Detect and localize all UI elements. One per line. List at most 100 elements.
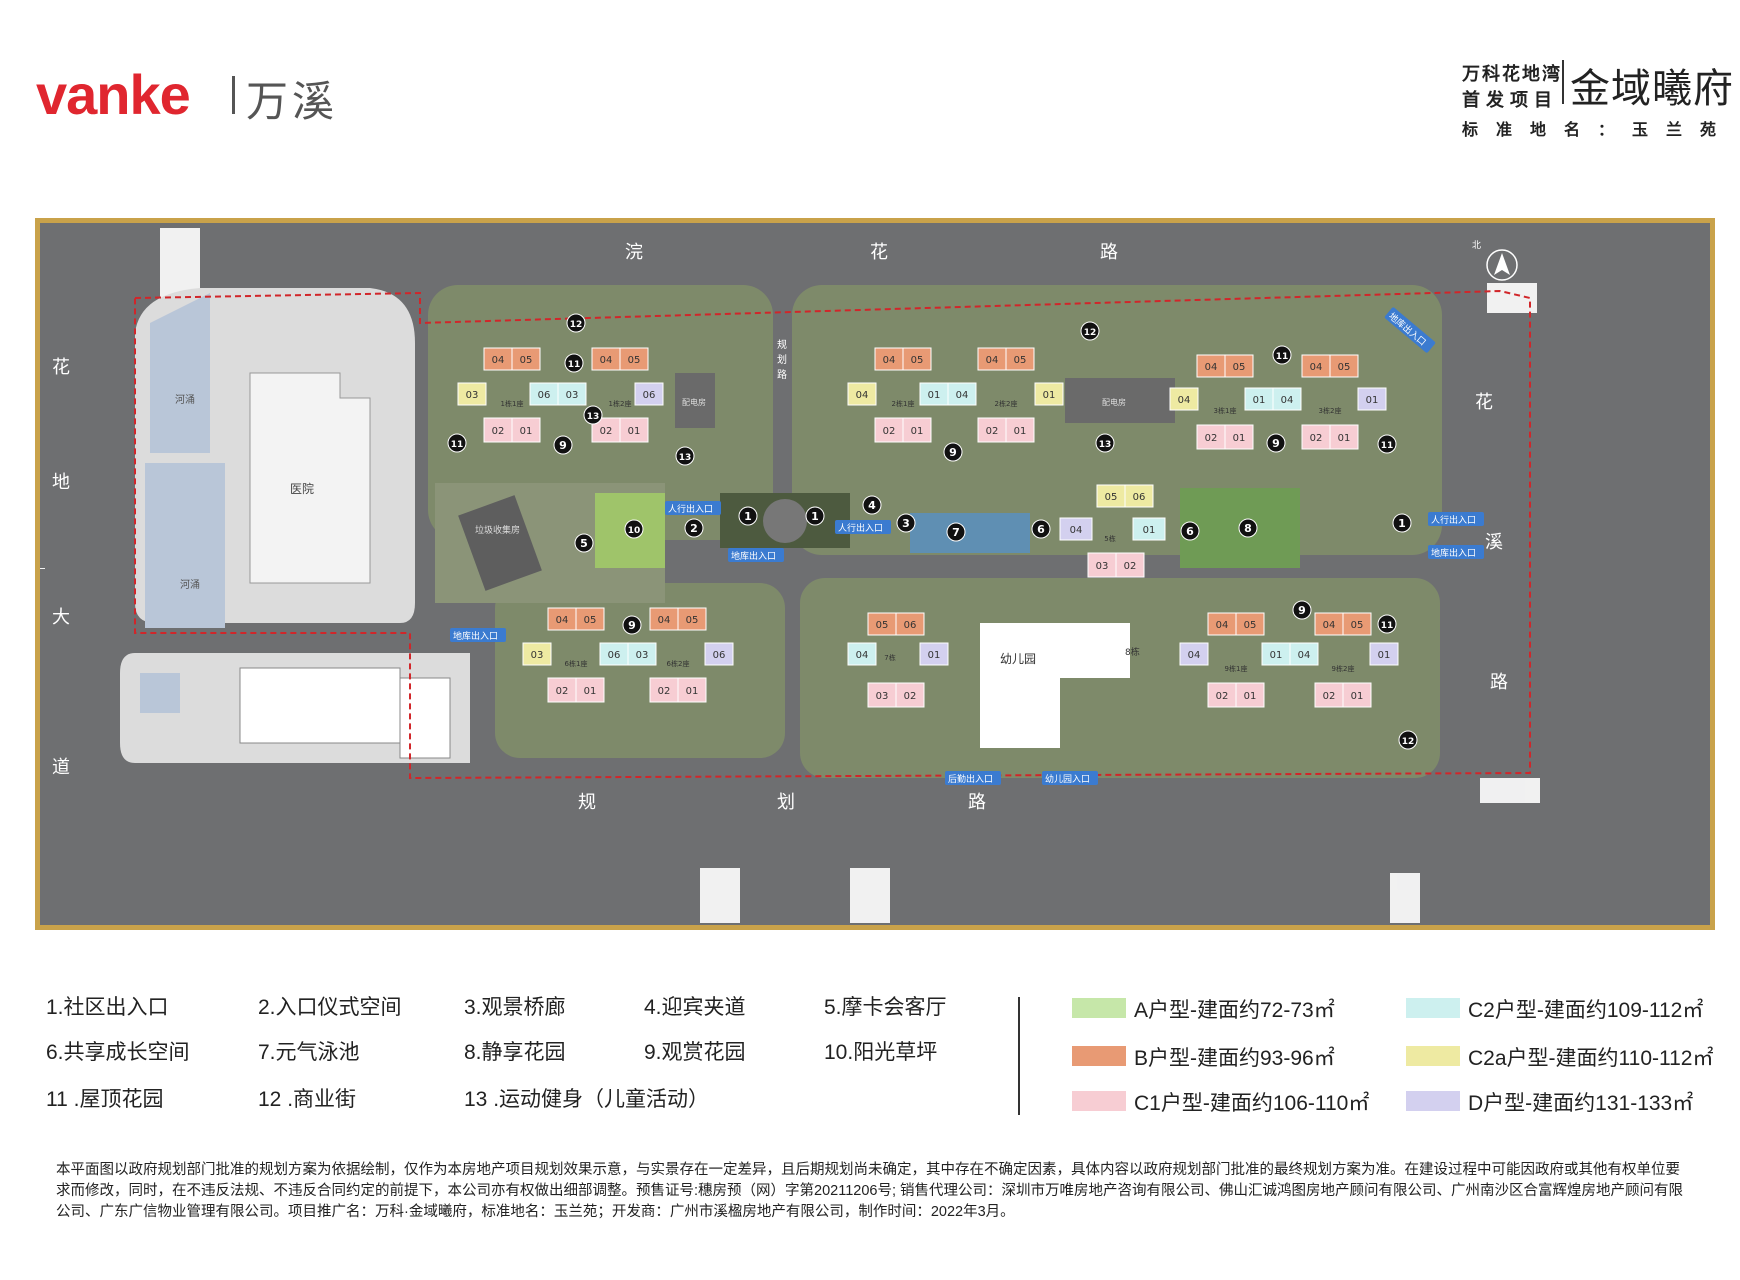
- unit-block: [557, 382, 587, 406]
- river-south: [145, 463, 225, 628]
- north-arrow-icon: [1486, 249, 1518, 281]
- feature-marker-number: 13: [679, 453, 692, 463]
- unit-block: [1301, 424, 1331, 450]
- feature-marker: [1292, 600, 1312, 620]
- road-n-2: 花: [870, 242, 888, 263]
- feature-marker: [1398, 730, 1418, 750]
- feature-legend-item: 4.迎宾夹道: [644, 996, 746, 1019]
- unit-number: 04: [956, 390, 969, 401]
- unit-block: [1059, 517, 1093, 541]
- unit-block: [511, 347, 541, 371]
- inner-road-3: 路: [777, 368, 787, 381]
- hospital-label: 医院: [290, 482, 314, 496]
- ped-entry-2: 人行出入口: [838, 522, 883, 534]
- unit-block: [677, 607, 707, 631]
- unit-number: 05: [686, 615, 699, 626]
- unit-block: [704, 642, 734, 666]
- unit-number: 01: [1351, 691, 1364, 702]
- unit-block: [1005, 417, 1035, 443]
- unit-number: 02: [904, 691, 917, 702]
- unit-block: [919, 642, 949, 666]
- kindergarten: [980, 623, 1130, 748]
- unit-number: 01: [1270, 650, 1283, 661]
- unit-block: [1314, 682, 1344, 708]
- unit-block: [847, 642, 877, 666]
- power-room-1: [675, 373, 715, 428]
- unit-number: 02: [986, 426, 999, 437]
- unit-block: [634, 382, 664, 406]
- unit-number: 06: [608, 650, 621, 661]
- feature-marker-number: 4: [868, 499, 876, 512]
- unit-number: 06: [904, 620, 917, 631]
- unit-number: 04: [1281, 395, 1294, 406]
- building-label: 9栋1座: [1225, 664, 1248, 673]
- unit-number: 04: [1070, 525, 1083, 536]
- feature-legend-item: 7.元气泳池: [258, 1041, 360, 1064]
- feature-marker-number: 13: [1099, 440, 1112, 450]
- unit-block: [874, 417, 904, 443]
- feature-marker: [738, 506, 758, 526]
- garage-entry-1: 地库出入口: [731, 550, 776, 562]
- unit-block: [1329, 424, 1359, 450]
- feature-legend-item: 10.阳光草坪: [824, 1041, 938, 1064]
- feature-marker-number: 11: [568, 360, 581, 370]
- feature-marker: [1095, 433, 1115, 453]
- unit-block: [1132, 517, 1166, 541]
- river-label-1: 河涌: [175, 394, 195, 406]
- unit-block: [575, 677, 605, 703]
- feature-marker: [583, 405, 603, 425]
- feature-marker: [1180, 521, 1200, 541]
- feature-marker-number: 11: [451, 440, 464, 450]
- unit-type-label: B户型-建面约93-96㎡: [1134, 1047, 1335, 1070]
- feature-marker-number: 11: [1381, 621, 1394, 631]
- crosswalks: [40, 228, 1540, 923]
- feature-marker-number: 12: [1084, 328, 1097, 338]
- unit-block: [1124, 484, 1154, 508]
- feature-marker-number: 13: [587, 412, 600, 422]
- sw-pond: [140, 673, 180, 713]
- unit-block: [619, 347, 649, 371]
- unit-type-label: A户型-建面约72-73㎡: [1134, 999, 1335, 1022]
- unit-number: 02: [1310, 433, 1323, 444]
- unit-block: [1342, 612, 1372, 636]
- unit-number: 03: [876, 691, 889, 702]
- feature-marker: [684, 518, 704, 538]
- feature-marker-number: 10: [628, 526, 641, 536]
- unit-block: [1169, 387, 1199, 411]
- unit-number: 05: [1105, 492, 1118, 503]
- unit-block: [511, 417, 541, 443]
- feature-marker-number: 9: [559, 439, 567, 452]
- feature-legend-item: 5.摩卡会客厅: [824, 996, 947, 1019]
- unit-block: [522, 642, 552, 666]
- feature-legend-item: 11 .屋顶花园: [46, 1088, 164, 1111]
- feature-marker-number: 11: [1276, 352, 1289, 362]
- feature-marker-number: 9: [1272, 437, 1280, 450]
- unit-block: [895, 682, 925, 708]
- unit-block: [677, 677, 707, 703]
- unit-type-swatch: [1406, 1091, 1460, 1111]
- unit-block: [483, 417, 513, 443]
- river-north: [150, 293, 210, 453]
- feature-marker: [564, 353, 584, 373]
- feature-marker: [447, 433, 467, 453]
- unit-number: 02: [1124, 561, 1137, 572]
- north-label: 北: [1472, 240, 1481, 251]
- feature-marker-number: 8: [1244, 522, 1252, 535]
- unit-block: [1329, 354, 1359, 378]
- unit-block: [649, 677, 679, 703]
- feature-marker: [1377, 614, 1397, 634]
- feature-marker-number: 6: [1037, 523, 1045, 536]
- feature-legend-item: 3.观景桥廊: [464, 996, 566, 1019]
- road-n-1: 浣: [625, 242, 643, 263]
- pool: [910, 513, 1030, 553]
- unit-number: 04: [1188, 650, 1201, 661]
- feature-legend-item: 12 .商业街: [258, 1088, 357, 1111]
- river-label-2: 河涌: [180, 579, 200, 591]
- building-label: 9栋2座: [1332, 664, 1355, 673]
- unit-number: 05: [911, 355, 924, 366]
- service-entry: 后勤出入口: [948, 773, 993, 785]
- unit-block: [1289, 642, 1319, 666]
- unit-number: 05: [1351, 620, 1364, 631]
- unit-type-swatch: [1406, 998, 1460, 1018]
